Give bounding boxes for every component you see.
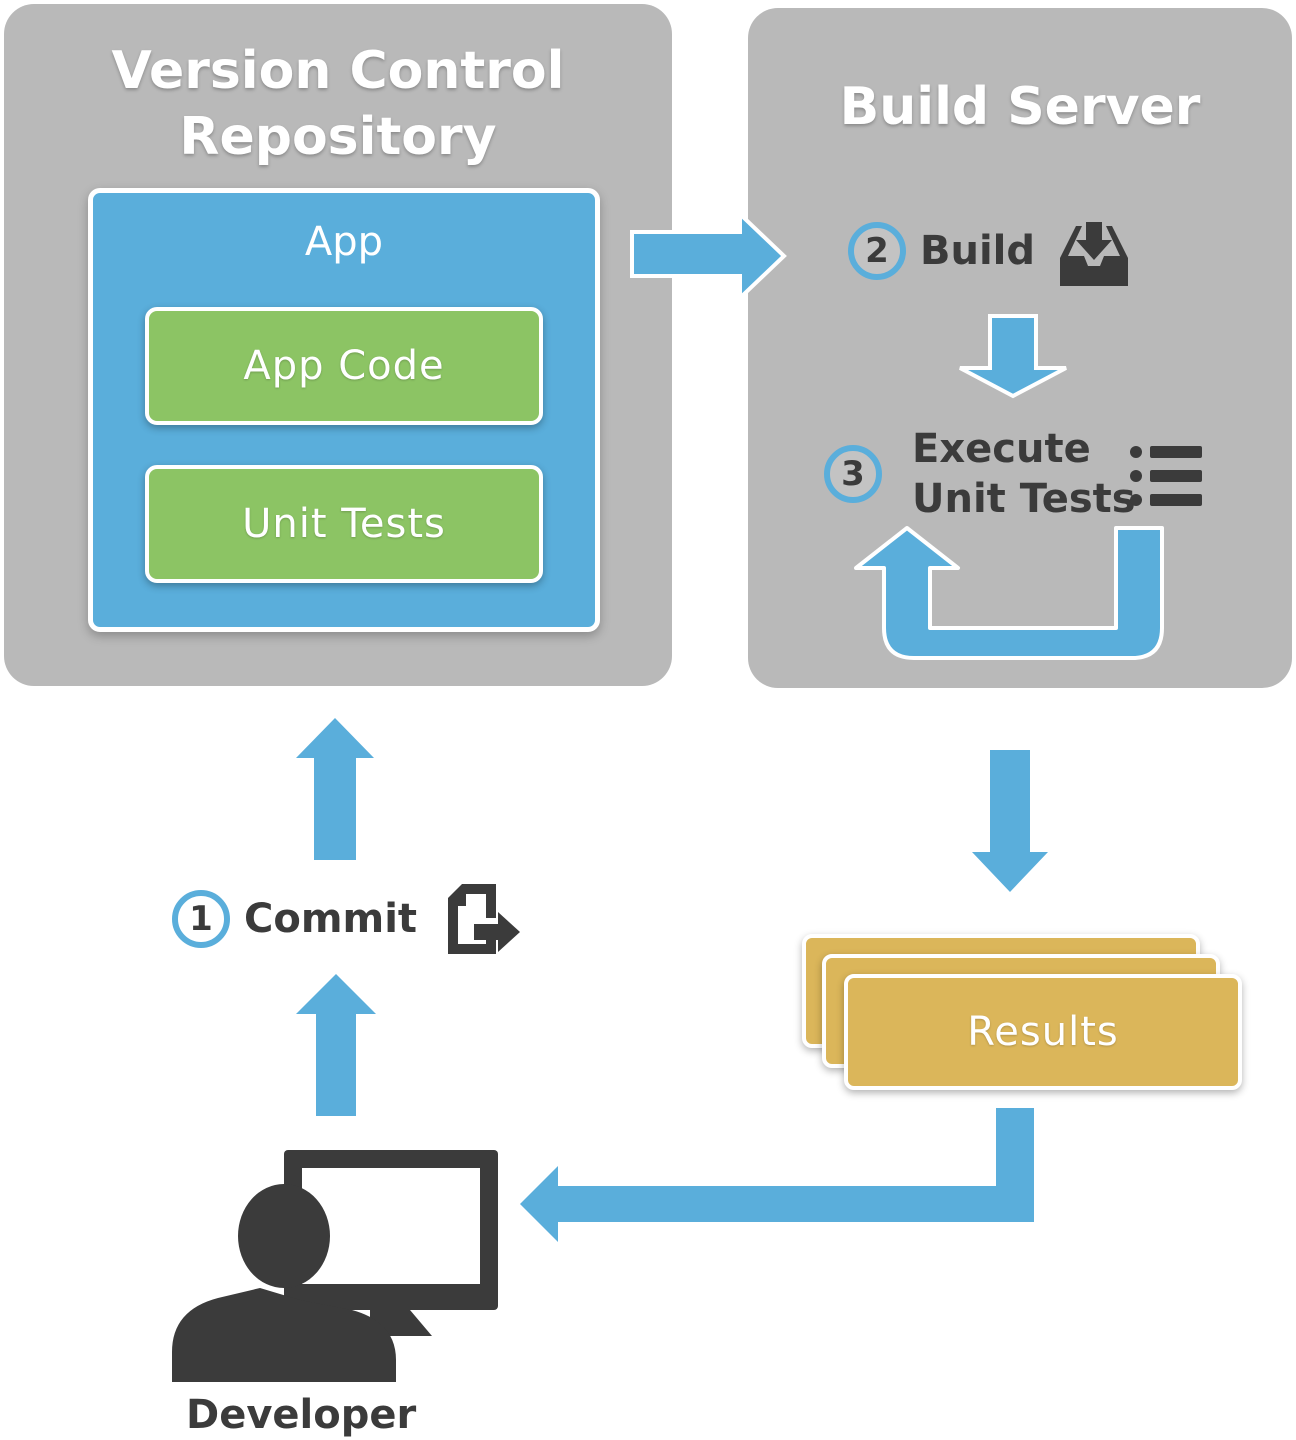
execute-tests-step: 3 Execute Unit Tests (824, 424, 1136, 524)
inbox-download-icon (1060, 222, 1128, 286)
build-step-label: Build (920, 228, 1036, 274)
developer-label: Developer (186, 1392, 417, 1438)
execute-tests-label: Execute Unit Tests (912, 424, 1136, 524)
execute-tests-label-line2: Unit Tests (912, 476, 1136, 522)
arrow-commit-to-repo (296, 718, 374, 860)
step-2-badge: 2 (848, 222, 906, 280)
execute-tests-label-line1: Execute (912, 426, 1091, 472)
arrow-developer-to-commit (296, 974, 376, 1116)
arrow-results-to-developer (520, 1108, 1034, 1242)
results-card: Results (844, 974, 1242, 1090)
build-step: 2 Build (848, 222, 1035, 280)
app-label: App (304, 219, 384, 265)
repository-panel: Version Control Repository App App Code … (4, 4, 672, 686)
repository-title: Version Control Repository (4, 38, 672, 170)
arrow-build-to-execute (959, 314, 1067, 399)
developer-at-monitor-icon (172, 1150, 498, 1382)
arrow-repo-to-build (630, 209, 787, 303)
repository-title-line2: Repository (179, 107, 497, 167)
app-code-box: App Code (145, 307, 543, 425)
unit-tests-box: Unit Tests (145, 465, 543, 583)
commit-label: Commit (244, 896, 418, 942)
arrow-execute-loop (854, 526, 1164, 660)
app-container: App App Code Unit Tests (88, 188, 600, 632)
build-server-title: Build Server (839, 77, 1201, 137)
step-1-badge: 1 (172, 890, 230, 948)
list-icon (1130, 446, 1202, 506)
commit-step: 1 Commit (172, 890, 417, 948)
arrow-build-to-results (972, 750, 1048, 892)
file-export-icon (448, 884, 520, 954)
step-3-badge: 3 (824, 445, 882, 503)
repository-title-line1: Version Control (111, 41, 565, 101)
